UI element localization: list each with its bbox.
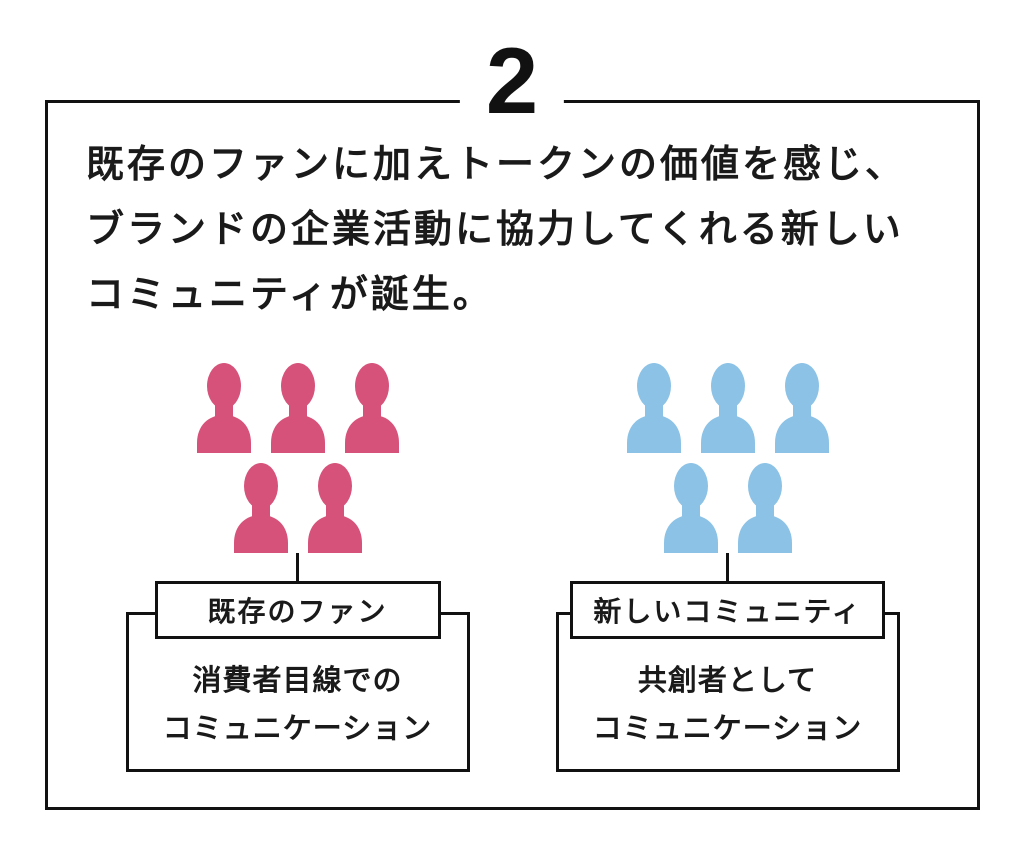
people-row-bottom: [229, 461, 367, 553]
group-desc-line: コミュニケーション: [162, 713, 433, 745]
group-label-box: 既存のファン: [154, 581, 441, 639]
group-label: 既存のファン: [207, 596, 388, 627]
group-desc-line: コミュニケーション: [592, 713, 863, 745]
main-panel: 既存のファンに加えトークンの価値を感じ、 ブランドの企業活動に協力してくれる新し…: [45, 100, 980, 810]
description-line: 既存のファンに加えトークンの価値を感じ、: [86, 144, 907, 186]
group-label: 新しいコミュニティ: [593, 596, 862, 627]
person-icon: [196, 363, 251, 453]
people-grid: [622, 361, 834, 553]
people-row-top: [622, 361, 834, 453]
person-icon: [307, 463, 362, 553]
person-icon: [270, 363, 325, 453]
people-row-bottom: [659, 461, 797, 553]
group-desc-line: 消費者目線での: [192, 665, 403, 697]
groups-container: 既存のファン 消費者目線での コミュニケーション: [48, 361, 977, 772]
people-grid: [192, 361, 404, 553]
person-icon: [233, 463, 288, 553]
person-icon: [737, 463, 792, 553]
person-icon: [700, 363, 755, 453]
connector-line: [296, 553, 299, 581]
group-label-box: 新しいコミュニティ: [570, 581, 885, 639]
description-line: ブランドの企業活動に協力してくれる新しい: [86, 209, 904, 251]
description-text: 既存のファンに加えトークンの価値を感じ、 ブランドの企業活動に協力してくれる新し…: [86, 133, 906, 328]
person-icon: [663, 463, 718, 553]
person-icon: [626, 363, 681, 453]
group-existing-fans: 既存のファン 消費者目線での コミュニケーション: [125, 361, 470, 772]
description-line: コミュニティが誕生。: [86, 274, 494, 316]
connector-line: [726, 553, 729, 581]
person-icon: [344, 363, 399, 453]
person-icon: [774, 363, 829, 453]
people-row-top: [192, 361, 404, 453]
group-new-community: 新しいコミュニティ 共創者として コミュニケーション: [555, 361, 900, 772]
group-desc-line: 共創者として: [637, 665, 818, 697]
step-number-badge: 2: [459, 33, 565, 128]
